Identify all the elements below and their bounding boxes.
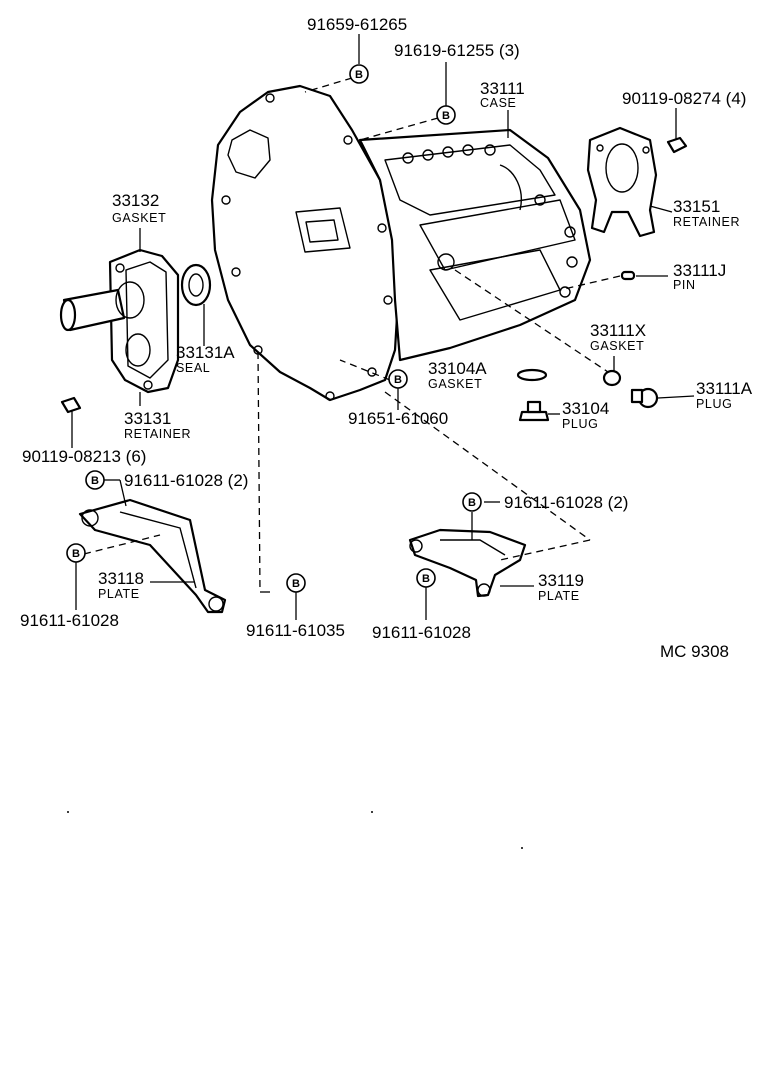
label-33104-name: PLUG: [562, 417, 598, 431]
label-91611-61028-left-top: 91611-61028 (2): [124, 471, 248, 490]
label-33132: 33132: [112, 191, 159, 210]
rear-retainer-drawing: [586, 126, 658, 238]
svg-text:B: B: [442, 110, 450, 122]
svg-text:B: B: [422, 573, 430, 585]
leader-lines: [75, 34, 695, 620]
bolt-symbol-icon: B: [85, 470, 105, 490]
label-33111: 33111: [480, 79, 525, 98]
plate-33119-drawing: [408, 528, 527, 598]
bolt-symbol-icon: B: [286, 573, 306, 593]
svg-text:B: B: [468, 497, 476, 509]
label-91651-61060: 91651-61060: [348, 409, 448, 428]
label-33131-name: RETAINER: [124, 427, 191, 441]
label-91619-61255: 91619-61255 (3): [394, 41, 520, 60]
label-33104A-name: GASKET: [428, 377, 482, 391]
label-33131A: 33131A: [176, 343, 235, 362]
label-33104A: 33104A: [428, 359, 487, 378]
label-33151-name: RETAINER: [673, 215, 740, 229]
small-parts-drawing: [60, 126, 688, 448]
label-91611-61028-left-bottom: 91611-61028: [20, 611, 119, 630]
label-90119-08213: 90119-08213 (6): [22, 447, 146, 466]
label-33131A-name: SEAL: [176, 361, 210, 375]
svg-text:B: B: [355, 69, 363, 81]
bolt-symbol-icon: B: [436, 105, 456, 125]
bolt-symbol-icon: B: [462, 492, 482, 512]
front-bearing-retainer-drawing: [59, 248, 212, 394]
plate-33118-drawing: [78, 498, 227, 614]
label-33132-name: GASKET: [112, 211, 166, 225]
label-91611-61028-right-bottom: 91611-61028: [372, 623, 471, 642]
label-33151: 33151: [673, 197, 720, 216]
bolt-symbol-icon: B: [416, 568, 436, 588]
label-33119-name: PLATE: [538, 589, 580, 603]
label-33111A: 33111A: [696, 379, 753, 398]
transmission-case-drawing: [210, 84, 592, 402]
label-33111X: 33111X: [590, 321, 646, 340]
label-33111J: 33111J: [673, 261, 726, 280]
label-91659-61265: 91659-61265: [307, 15, 407, 34]
bolt-symbol-icon: B: [349, 64, 369, 84]
bolt-symbol-icon: B: [66, 543, 86, 563]
svg-text:B: B: [394, 374, 402, 386]
label-91611-61028-right-top: 91611-61028 (2): [504, 493, 628, 512]
svg-text:B: B: [292, 578, 300, 590]
label-91611-61035: 91611-61035: [246, 621, 345, 640]
bolt-symbol-icon: B: [388, 369, 408, 389]
bolt-symbols: B B B B B B B B: [66, 64, 482, 593]
label-33111A-name: PLUG: [696, 397, 732, 411]
label-33118-name: PLATE: [98, 587, 140, 601]
label-33111J-name: PIN: [673, 278, 696, 292]
svg-text:B: B: [72, 548, 80, 560]
label-33111X-name: GASKET: [590, 339, 644, 353]
part-labels: 91659-61265 91619-61255 (3) 33111 CASE 9…: [20, 15, 753, 661]
svg-text:B: B: [91, 475, 99, 487]
label-33119: 33119: [538, 571, 584, 590]
diagram-code: MC 9308: [660, 642, 729, 661]
label-33118: 33118: [98, 569, 144, 588]
label-33111-name: CASE: [480, 96, 516, 110]
label-33104: 33104: [562, 399, 609, 418]
scan-specks: [67, 811, 523, 849]
label-33131: 33131: [124, 409, 171, 428]
label-90119-08274: 90119-08274 (4): [622, 89, 746, 108]
